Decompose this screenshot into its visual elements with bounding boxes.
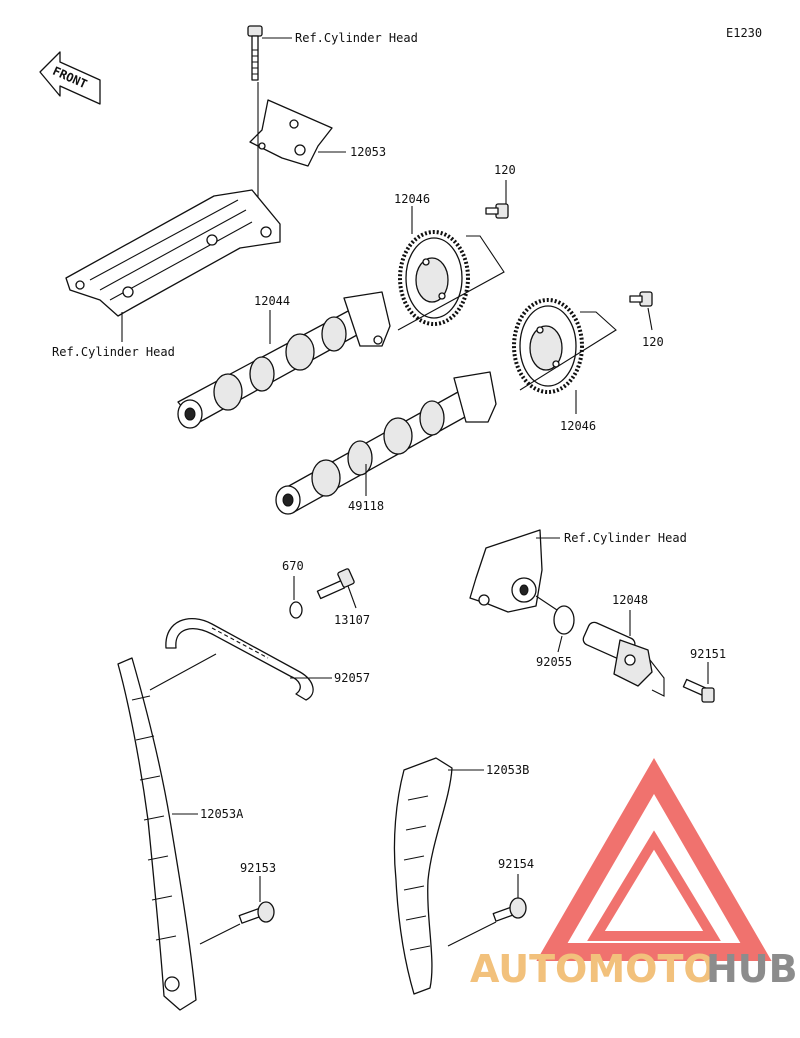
label-12044: 12044 <box>254 294 290 308</box>
label-49118: 49118 <box>348 499 384 513</box>
label-670: 670 <box>282 559 304 573</box>
front-arrow-icon: FRONT <box>39 51 101 105</box>
label-12046-top: 12046 <box>394 192 430 206</box>
cylinder-head-ref-right <box>469 529 543 613</box>
label-92154: 92154 <box>498 857 534 871</box>
label-ref-head-top: Ref.Cylinder Head <box>295 31 418 45</box>
bolt-13107 <box>316 568 355 600</box>
label-92057: 92057 <box>334 671 370 685</box>
label-120-right: 120 <box>642 335 664 349</box>
label-92055: 92055 <box>536 655 572 669</box>
label-12046-bottom: 12046 <box>560 419 596 433</box>
diagram-code: E1230 <box>726 26 762 40</box>
label-ref-head-left: Ref.Cylinder Head <box>52 345 175 359</box>
sprocket-12046-right <box>512 298 584 394</box>
sprocket-12046-top <box>398 230 470 326</box>
label-13107: 13107 <box>334 613 370 627</box>
bolt-ref-cylinder-head <box>247 25 263 81</box>
bolt-120-right <box>629 291 653 307</box>
label-12053a: 12053A <box>200 807 244 821</box>
label-120-top: 120 <box>494 163 516 177</box>
bracket-12053 <box>249 99 333 167</box>
chain-guide-12053a <box>117 657 197 1011</box>
label-92153: 92153 <box>240 861 276 875</box>
label-12053: 12053 <box>350 145 386 159</box>
chain-guide-12053b <box>393 757 453 995</box>
bolt-92151 <box>682 678 715 703</box>
bolt-92154 <box>492 897 527 922</box>
label-92151: 92151 <box>690 647 726 661</box>
camshaft-49118 <box>275 371 497 515</box>
bolt-120-top <box>485 203 509 219</box>
label-ref-head-right: Ref.Cylinder Head <box>564 531 687 545</box>
watermark-logo <box>536 758 772 961</box>
bolt-92153 <box>238 901 275 924</box>
cam-holder-ref <box>65 189 281 317</box>
watermark-text-a: AUTOMOTO <box>470 947 716 991</box>
label-12048: 12048 <box>612 593 648 607</box>
cam-chain-92057 <box>165 618 314 701</box>
washer-670 <box>289 601 303 619</box>
tensioner-12048 <box>582 621 653 687</box>
camshaft-12044 <box>177 291 391 429</box>
o-ring-92055 <box>553 605 575 635</box>
label-12053b: 12053B <box>486 763 529 777</box>
watermark-text-b: HUB <box>706 947 798 991</box>
